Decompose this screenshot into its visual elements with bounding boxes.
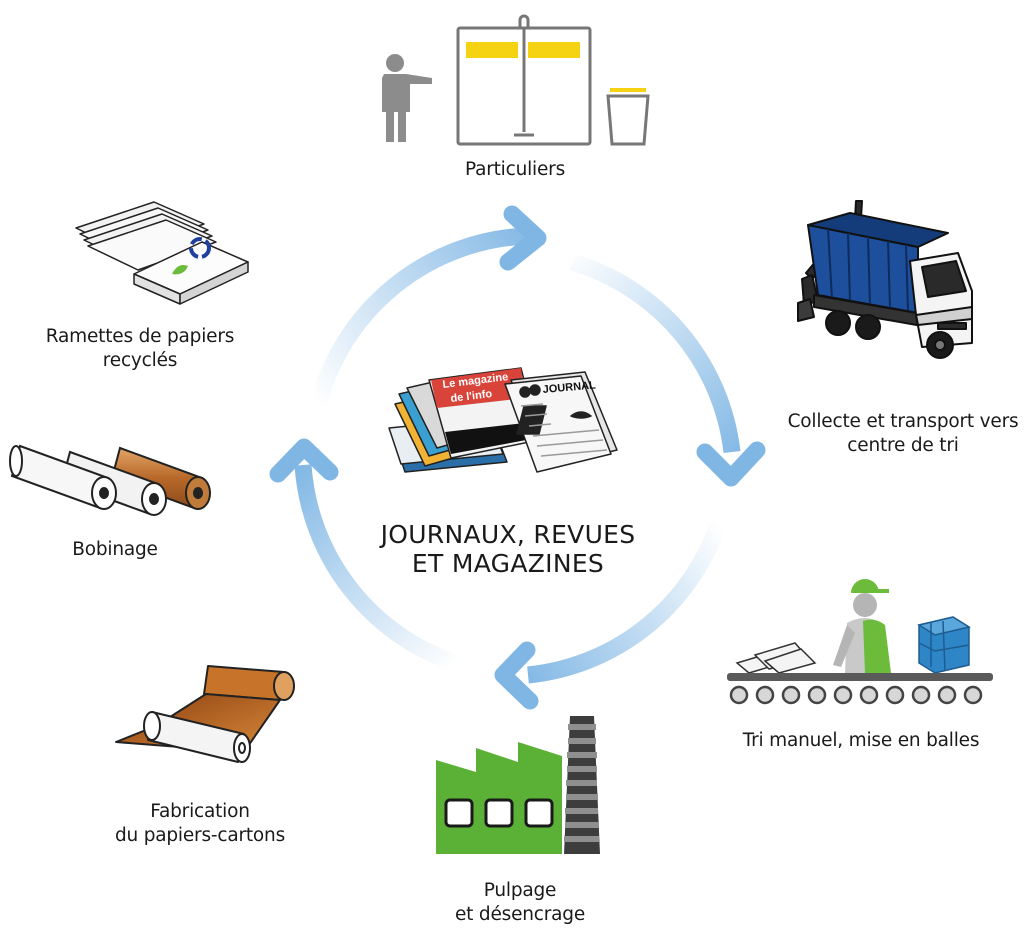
- conveyor-worker-icon: [727, 579, 993, 705]
- label-fabrication: Fabrication du papiers-cartons: [95, 800, 305, 848]
- arrow-head-left: [269, 438, 339, 483]
- label-particuliers: Particuliers: [440, 158, 590, 182]
- center-title-line2: ET MAGAZINES: [411, 549, 605, 578]
- sorting-bins-icon: [382, 14, 650, 146]
- arrow-head-right: [696, 441, 766, 487]
- arrow-arc-left: [294, 464, 461, 673]
- label-ramettes: Ramettes de papiers recyclés: [30, 325, 250, 373]
- label-bobinage: Bobinage: [40, 538, 190, 562]
- label-tri: Tri manuel, mise en balles: [725, 729, 997, 753]
- arrow-arc-right: [569, 253, 741, 453]
- label-ramettes-line1: Ramettes de papiers: [45, 326, 235, 347]
- paper-roll-sheet-icon: [115, 665, 295, 763]
- label-pulpage: Pulpage et désencrage: [420, 879, 620, 927]
- magazines-newspaper-icon: Le magazine de l'info JOURNAL: [388, 367, 618, 473]
- label-bobinage-line1: Bobinage: [72, 539, 158, 560]
- paper-ream-icon: [75, 201, 249, 305]
- label-fabrication-line1: Fabrication: [150, 801, 250, 822]
- factory-icon: [436, 716, 600, 854]
- arrow-head-bottom: [494, 641, 539, 710]
- center-title-line1: JOURNAUX, REVUES: [380, 520, 636, 549]
- label-collecte-line1: Collecte et transport vers: [787, 411, 1019, 432]
- magazine-cover-line2: de l'info: [450, 388, 493, 405]
- label-particuliers-line1: Particuliers: [464, 159, 566, 180]
- arrow-arc-top: [309, 227, 529, 408]
- label-ramettes-line2: recyclés: [102, 350, 178, 371]
- label-pulpage-line1: Pulpage: [483, 880, 557, 901]
- bin-slot-right: [528, 42, 580, 58]
- bin-slot-left: [466, 42, 518, 58]
- newspaper-masthead: JOURNAL: [542, 379, 596, 396]
- center-title: JOURNAUX, REVUES ET MAGAZINES: [348, 520, 668, 578]
- label-pulpage-line2: et désencrage: [454, 904, 586, 925]
- label-tri-line1: Tri manuel, mise en balles: [742, 730, 980, 751]
- arrow-head-top: [499, 205, 547, 271]
- label-fabrication-line2: du papiers-cartons: [114, 825, 286, 846]
- paper-rolls-icon: [9, 444, 211, 516]
- label-collecte-line2: centre de tri: [847, 435, 959, 456]
- arrow-arc-bottom: [527, 522, 727, 684]
- label-collecte: Collecte et transport vers centre de tri: [778, 410, 1028, 458]
- truck-icon: [797, 200, 973, 359]
